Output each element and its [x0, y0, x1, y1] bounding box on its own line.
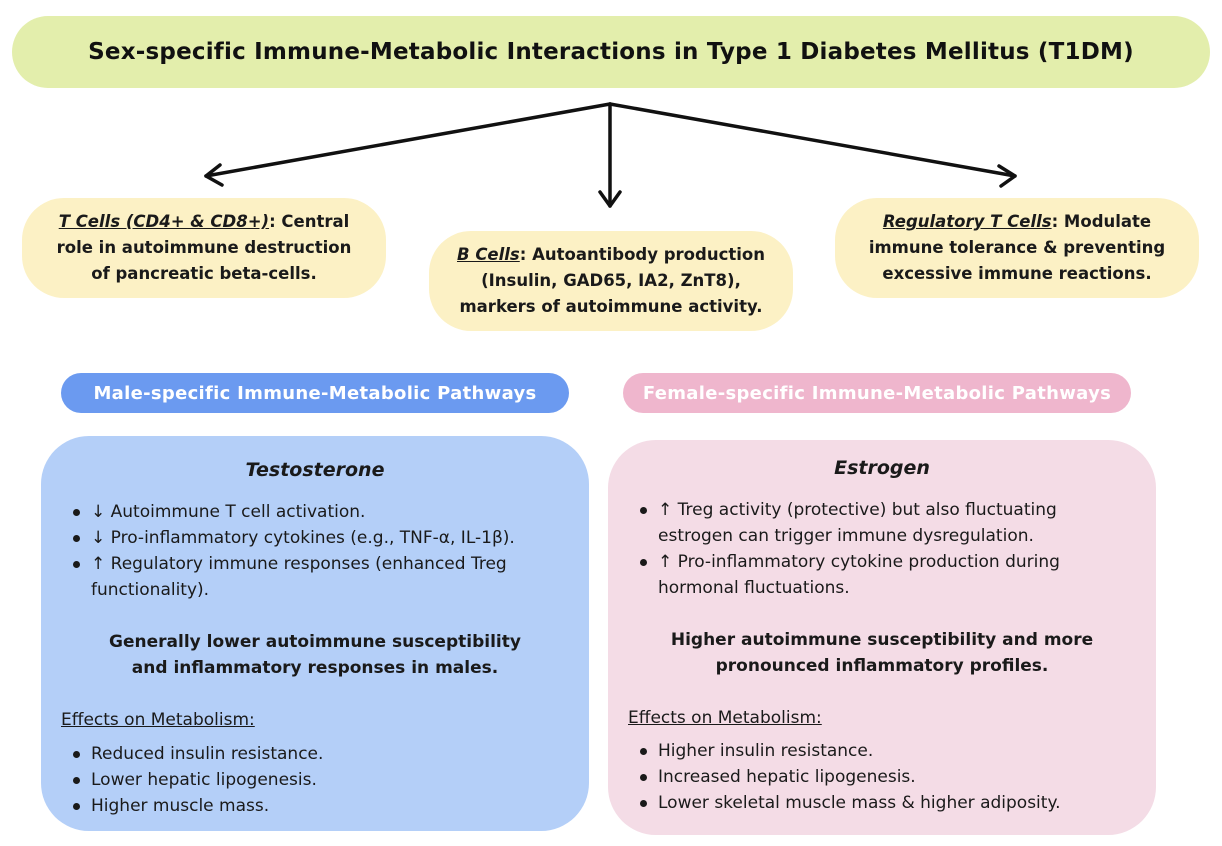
b-cells-term: B Cells [457, 245, 520, 264]
t-cells-text-3: of pancreatic beta-cells. [91, 264, 317, 283]
list-item: ↓ Pro-inflammatory cytokines (e.g., TNF-… [71, 525, 515, 551]
bullet-dot-icon [73, 535, 80, 542]
t-cells-term: T Cells (CD4+ & CD8+) [58, 212, 270, 231]
bullet-dot-icon [640, 507, 647, 514]
bullet-dot-icon [73, 561, 80, 568]
list-item: ↑ Treg activity (protective) but also fl… [638, 497, 1060, 523]
male-immune-list: ↓ Autoimmune T cell activation. ↓ Pro-in… [71, 499, 515, 603]
t-cells-text-1: : Central [269, 212, 350, 231]
bullet-dot-icon [73, 509, 80, 516]
male-effects-title: Effects on Metabolism: [61, 710, 255, 730]
male-hormone-title: Testosterone [245, 459, 385, 481]
list-item-continuation: functionality). [91, 580, 210, 600]
male-conclusion: Generally lower autoimmune susceptibilit… [109, 632, 521, 678]
t-cells-box: T Cells (CD4+ & CD8+): Central role in a… [22, 198, 386, 298]
arrowhead-tregs [997, 164, 1017, 188]
treg-cells-text-3: excessive immune reactions. [882, 264, 1152, 283]
arrowhead-tcells [204, 163, 224, 187]
list-item: Lower hepatic lipogenesis. [71, 767, 323, 793]
list-item: Higher insulin resistance. [638, 738, 1060, 764]
bullet-dot-icon [73, 777, 80, 784]
treg-cells-term: Regulatory T Cells [882, 212, 1052, 231]
female-effects-title: Effects on Metabolism: [628, 708, 822, 728]
b-cells-text-3: markers of autoimmune activity. [459, 297, 763, 316]
list-item-continuation: hormonal fluctuations. [658, 578, 850, 598]
bullet-dot-icon [640, 559, 647, 566]
bullet-dot-icon [640, 774, 647, 781]
list-item: ↑ Pro-inflammatory cytokine production d… [638, 549, 1060, 575]
female-immune-list: ↑ Treg activity (protective) but also fl… [638, 497, 1060, 601]
female-effects-list: Higher insulin resistance. Increased hep… [638, 738, 1060, 816]
b-cells-box: B Cells: Autoantibody production (Insuli… [429, 231, 793, 331]
male-effects-list: Reduced insulin resistance. Lower hepati… [71, 741, 323, 819]
female-hormone-title: Estrogen [834, 457, 930, 479]
arrow-to-tregs [608, 102, 1017, 178]
list-item-continuation: estrogen can trigger immune dysregulatio… [658, 526, 1034, 546]
male-pathways-label: Male-specific Immune-Metabolic Pathways [61, 373, 569, 413]
b-cells-text-2: (Insulin, GAD65, IA2, ZnT8), [481, 271, 741, 290]
list-item: Higher muscle mass. [71, 793, 323, 819]
arrowhead-bcells [598, 190, 622, 208]
diagram-title: Sex-specific Immune-Metabolic Interactio… [12, 16, 1210, 88]
treg-cells-text-2: immune tolerance & preventing [868, 238, 1166, 257]
male-panel: Testosterone ↓ Autoimmune T cell activat… [41, 436, 589, 831]
bullet-dot-icon [73, 803, 80, 810]
bullet-dot-icon [73, 751, 80, 758]
bullet-dot-icon [640, 748, 647, 755]
list-item: Reduced insulin resistance. [71, 741, 323, 767]
b-cells-text-1: : Autoantibody production [519, 245, 765, 264]
female-panel: Estrogen ↑ Treg activity (protective) bu… [608, 440, 1156, 835]
list-item: ↑ Regulatory immune responses (enhanced … [71, 551, 515, 577]
arrow-to-tcells [204, 102, 612, 178]
treg-cells-text-1: : Modulate [1051, 212, 1152, 231]
female-conclusion: Higher autoimmune susceptibility and mor… [670, 630, 1094, 676]
list-item: Increased hepatic lipogenesis. [638, 764, 1060, 790]
female-pathways-label: Female-specific Immune-Metabolic Pathway… [623, 373, 1131, 413]
bullet-dot-icon [640, 800, 647, 807]
list-item: ↓ Autoimmune T cell activation. [71, 499, 515, 525]
list-item: Lower skeletal muscle mass & higher adip… [638, 790, 1060, 816]
t-cells-text-2: role in autoimmune destruction [56, 238, 352, 257]
treg-cells-box: Regulatory T Cells: Modulate immune tole… [835, 198, 1199, 298]
